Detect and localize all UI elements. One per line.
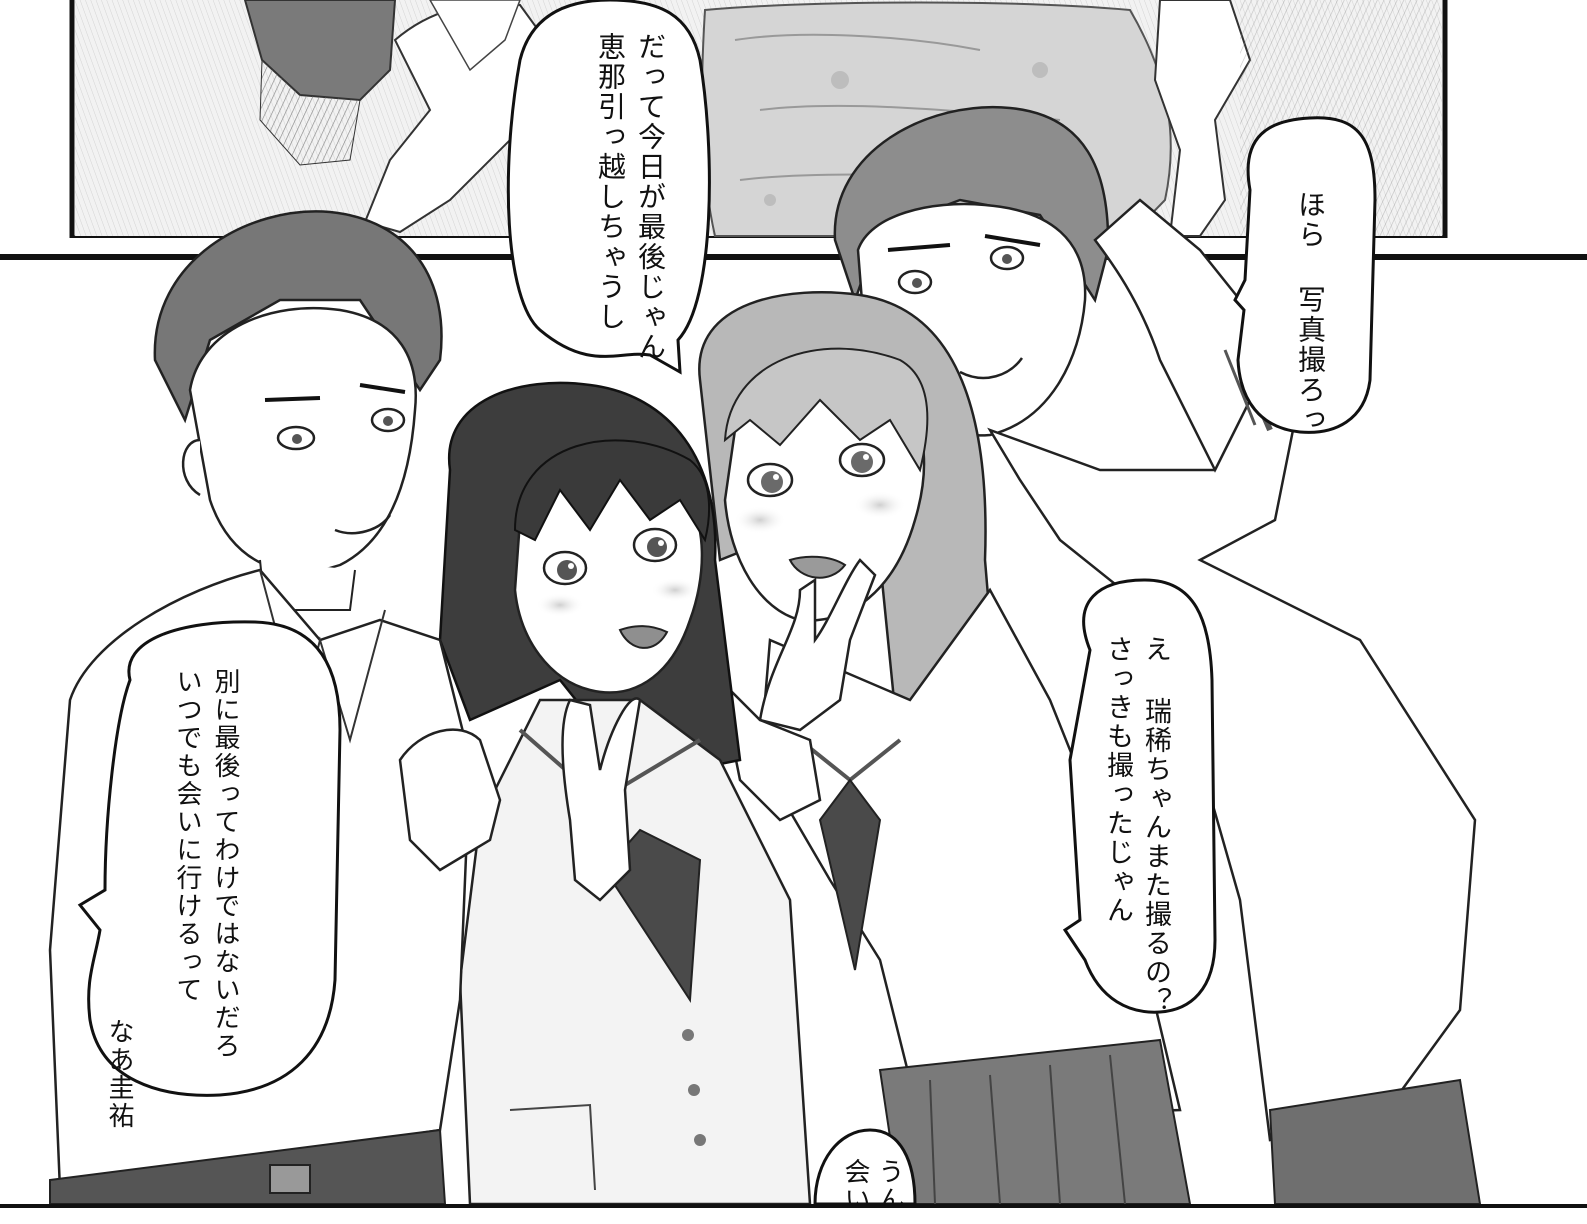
speech-line: 別に最後ってわけではないだろ <box>210 668 240 1060</box>
speech-line: さっきも撮ったじゃん <box>1102 635 1133 925</box>
speech-line: なあ圭祐 <box>104 1018 134 1130</box>
speech-text-left-tail: なあ圭祐 <box>100 1018 138 1130</box>
speech-line: うん <box>874 1158 904 1206</box>
speech-line: ほら 写真撮ろっ <box>1294 190 1327 435</box>
speech-bubble-shapes <box>77 0 1377 1206</box>
speech-text-bottom: うん 会い <box>838 1158 906 1206</box>
speech-line: だって今日が最後じゃん <box>634 32 667 362</box>
girl-dark-hair-figure <box>438 381 812 1206</box>
speech-line: いつでも会いに行けるって <box>172 668 202 1004</box>
speech-text-left: 別に最後ってわけではないだろ いつでも会いに行けるって <box>168 668 244 1060</box>
speech-line: え 瑞稀ちゃんまた撮るの？ <box>1140 635 1171 1016</box>
speech-line: 会い <box>840 1158 870 1206</box>
main-panel <box>48 0 1482 1206</box>
speech-line: 恵那引っ越しちゃうし <box>594 32 627 332</box>
girl-light-hair-figure <box>698 291 1192 1205</box>
speech-text-top-right: ほら 写真撮ろっ <box>1290 190 1330 435</box>
speech-text-top-center: だって今日が最後じゃん 恵那引っ越しちゃうし <box>590 32 670 362</box>
speech-text-right: え 瑞稀ちゃんまた撮るの？ さっきも撮ったじゃん <box>1098 635 1174 1016</box>
